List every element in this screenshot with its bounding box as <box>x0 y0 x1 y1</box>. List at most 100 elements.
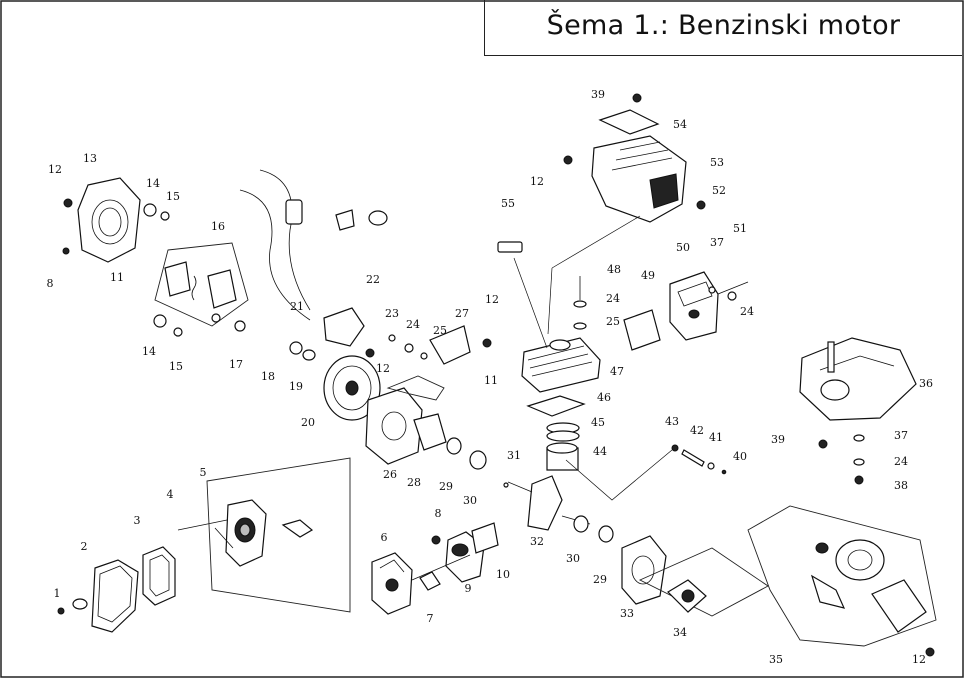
clutch-assembly <box>667 579 707 613</box>
part-label-52: 52 <box>712 184 726 197</box>
crankshaft <box>507 475 591 531</box>
part-label-33: 33 <box>620 607 634 620</box>
fuel-tank <box>799 337 917 421</box>
fan-housing-cover <box>77 177 141 263</box>
part-label-19: 19 <box>289 380 303 393</box>
part-label-8: 8 <box>435 507 442 520</box>
carburetor-gasket <box>419 571 441 591</box>
part-label-16: 16 <box>211 220 225 233</box>
part-label-15: 15 <box>166 190 180 203</box>
part-label-14: 14 <box>146 177 160 190</box>
part-label-23: 23 <box>385 307 399 320</box>
part-label-31: 31 <box>507 449 521 462</box>
part-label-7: 7 <box>427 612 434 625</box>
part-label-3: 3 <box>134 514 141 527</box>
part-label-8: 8 <box>47 277 54 290</box>
part-label-14: 14 <box>142 345 156 358</box>
cylinder-gasket <box>526 395 586 417</box>
part-label-38: 38 <box>894 479 908 492</box>
part-label-22: 22 <box>366 273 380 286</box>
part-label-40: 40 <box>733 450 747 463</box>
crankcase-half <box>365 387 423 465</box>
part-label-5: 5 <box>200 466 207 479</box>
air-filter-cover <box>72 559 139 633</box>
part-label-18: 18 <box>261 370 275 383</box>
part-label-25: 25 <box>433 324 447 337</box>
part-label-27: 27 <box>455 307 469 320</box>
part-label-47: 47 <box>610 365 624 378</box>
part-label-6: 6 <box>381 531 388 544</box>
part-label-53: 53 <box>710 156 724 169</box>
part-label-42: 42 <box>690 424 704 437</box>
part-label-37: 37 <box>710 236 724 249</box>
recoil-starter <box>810 539 927 633</box>
part-label-1: 1 <box>54 587 61 600</box>
part-label-24: 24 <box>606 292 620 305</box>
part-label-11: 11 <box>484 374 498 387</box>
part-label-9: 9 <box>465 582 472 595</box>
part-label-30: 30 <box>463 494 477 507</box>
part-label-45: 45 <box>591 416 605 429</box>
cylinder <box>521 337 601 393</box>
part-label-29: 29 <box>593 573 607 586</box>
part-label-39: 39 <box>591 88 605 101</box>
part-label-26: 26 <box>383 468 397 481</box>
part-label-44: 44 <box>593 445 607 458</box>
part-label-12: 12 <box>912 653 926 666</box>
part-label-54: 54 <box>673 118 687 131</box>
part-label-12: 12 <box>530 175 544 188</box>
part-label-29: 29 <box>439 480 453 493</box>
part-label-17: 17 <box>229 358 243 371</box>
air-filter-base <box>177 499 314 567</box>
part-label-4: 4 <box>167 488 174 501</box>
part-label-12: 12 <box>485 293 499 306</box>
crankcase-gasket <box>413 413 447 451</box>
part-label-49: 49 <box>641 269 655 282</box>
ignition-coil <box>239 169 388 347</box>
part-label-51: 51 <box>733 222 747 235</box>
part-label-12: 12 <box>376 362 390 375</box>
part-label-55: 55 <box>501 197 515 210</box>
diagram-title: Šema 1.: Benzinski motor <box>546 10 901 41</box>
part-label-10: 10 <box>496 568 510 581</box>
cylinder-top-cover <box>591 135 687 223</box>
part-label-36: 36 <box>919 377 933 390</box>
part-label-2: 2 <box>81 540 88 553</box>
part-label-21: 21 <box>290 300 304 313</box>
part-label-39: 39 <box>771 433 785 446</box>
part-label-24: 24 <box>894 455 908 468</box>
part-label-41: 41 <box>709 431 723 444</box>
top-cap <box>598 109 660 135</box>
muffler <box>669 271 719 341</box>
part-label-46: 46 <box>597 391 611 404</box>
starter-pawl-kit <box>154 242 249 327</box>
muffler-gasket <box>623 309 661 351</box>
part-label-24: 24 <box>406 318 420 331</box>
air-filter-element <box>142 546 176 606</box>
part-label-30: 30 <box>566 552 580 565</box>
part-label-11: 11 <box>110 271 124 284</box>
title-box: Šema 1.: Benzinski motor <box>484 0 962 56</box>
part-label-12: 12 <box>48 163 62 176</box>
intake-gasket <box>471 522 499 554</box>
clutch-housing <box>621 535 667 605</box>
part-label-43: 43 <box>665 415 679 428</box>
part-label-25: 25 <box>606 315 620 328</box>
part-label-15: 15 <box>169 360 183 373</box>
part-label-20: 20 <box>301 416 315 429</box>
part-label-48: 48 <box>607 263 621 276</box>
part-label-34: 34 <box>673 626 687 639</box>
part-label-50: 50 <box>676 241 690 254</box>
part-label-37: 37 <box>894 429 908 442</box>
bracket-plate <box>429 325 471 365</box>
part-label-13: 13 <box>83 152 97 165</box>
part-label-32: 32 <box>530 535 544 548</box>
part-label-28: 28 <box>407 476 421 489</box>
part-label-35: 35 <box>769 653 783 666</box>
carburetor <box>371 552 413 615</box>
flywheel <box>323 355 381 421</box>
part-label-24: 24 <box>740 305 754 318</box>
